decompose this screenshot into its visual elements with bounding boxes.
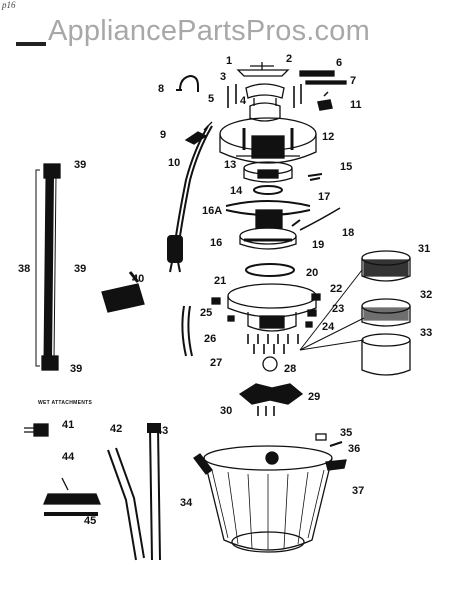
filter-33	[361, 333, 411, 376]
watermark-logo: AppliancePartsPros.com	[48, 15, 370, 47]
caster-35	[315, 433, 327, 441]
callout-30: 30	[220, 405, 232, 417]
callout-19: 19	[312, 239, 324, 251]
callout-33: 33	[420, 327, 432, 339]
impeller-16	[239, 209, 297, 250]
screws-30	[257, 406, 275, 416]
callout-29: 29	[308, 391, 320, 403]
latch-37	[325, 459, 347, 471]
callout-9: 9	[160, 129, 166, 141]
callout-24: 24	[322, 321, 335, 333]
callout-31: 31	[418, 243, 430, 255]
callout-12: 12	[322, 131, 334, 143]
callout-16A: 16A	[202, 205, 222, 217]
cord-18	[299, 207, 341, 231]
callout-21: 21	[214, 275, 226, 287]
filter-leaders	[299, 269, 365, 351]
callout-43: 42	[110, 423, 122, 435]
callout-5: 5	[208, 93, 214, 105]
callout-26: 26	[204, 333, 216, 345]
float-ball-28	[262, 356, 278, 372]
callout-13: 13	[224, 159, 236, 171]
callout-41: 40	[132, 273, 144, 285]
callout-27: 27	[210, 357, 222, 369]
callout-40-bottom: 39	[70, 363, 82, 375]
tank-34	[193, 445, 333, 553]
callout-2: 2	[286, 53, 292, 65]
adapter-42	[24, 423, 49, 437]
callout-40-top: 39	[74, 159, 86, 171]
filter-31	[361, 250, 411, 282]
callout-42: 41	[62, 419, 74, 431]
wet-attachments-caption: WET ATTACHMENTS	[38, 400, 92, 406]
screw-17	[291, 219, 301, 227]
callout-28: 28	[284, 363, 296, 375]
bracket-38	[35, 169, 40, 367]
callout-20: 20	[306, 267, 318, 279]
screws-24	[227, 315, 313, 328]
callout-7: 7	[350, 75, 356, 87]
callout-39: 39	[74, 263, 86, 275]
motor-housing-12	[219, 117, 317, 164]
ring-14	[253, 185, 283, 195]
filter-32	[361, 298, 411, 327]
callout-38: 38	[18, 263, 30, 275]
callout-1: 1	[226, 55, 232, 67]
strip-7	[305, 80, 347, 85]
callout-45: 44	[62, 451, 75, 463]
wand-44	[147, 423, 161, 561]
ring-20	[245, 263, 295, 277]
clip-22	[311, 293, 321, 301]
callout-17: 17	[318, 191, 330, 203]
callout-15: 15	[340, 161, 352, 173]
callout-46: 45	[84, 515, 96, 527]
callout-6: 6	[336, 57, 342, 69]
callout-35: 35	[340, 427, 352, 439]
screws-26	[247, 334, 299, 344]
callout-23: 23	[332, 303, 344, 315]
hose-38	[41, 163, 61, 371]
callout-14: 14	[230, 185, 243, 197]
watermark-header: p16 AppliancePartsPros.com	[0, 0, 475, 60]
watermark-underscore	[16, 42, 46, 46]
switch-11	[317, 91, 333, 111]
floor-nozzle-41	[101, 271, 145, 313]
lid-21	[227, 283, 317, 332]
callout-32: 32	[420, 289, 432, 301]
screws-5	[227, 84, 302, 108]
callout-8: 8	[158, 83, 164, 95]
cord-clip-8	[176, 74, 199, 92]
callout-34: 34	[180, 497, 193, 509]
callout-36: 36	[348, 443, 360, 455]
washer-15	[307, 173, 323, 181]
power-cord	[167, 125, 213, 273]
top-plate	[236, 62, 290, 77]
callout-18: 18	[342, 227, 354, 239]
squeegee-45	[43, 477, 101, 505]
callout-3: 3	[220, 71, 226, 83]
callout-16: 16	[210, 237, 222, 249]
clip-23	[211, 297, 317, 317]
callout-44: 43	[156, 425, 168, 437]
callout-4: 4	[240, 95, 247, 107]
corner-mark: p16	[2, 0, 16, 10]
callout-10: 10	[168, 157, 180, 169]
float-cage-29	[238, 383, 304, 405]
callout-37: 37	[352, 485, 364, 497]
wand-hose-25	[181, 305, 193, 357]
callout-11: 11	[350, 99, 362, 111]
strip-6	[299, 70, 335, 77]
latch-36	[329, 441, 343, 447]
screws-27	[253, 344, 285, 354]
callout-22: 22	[330, 283, 342, 295]
callout-25: 25	[200, 307, 212, 319]
wand-43	[107, 447, 145, 561]
fan-13	[243, 161, 293, 183]
